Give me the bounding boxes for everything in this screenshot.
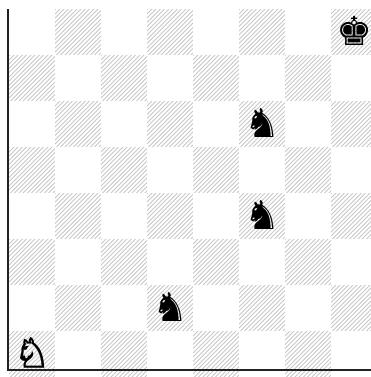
square-d8[interactable] <box>147 9 193 55</box>
square-d2[interactable]: ♞ <box>147 285 193 331</box>
square-e3[interactable] <box>193 239 239 285</box>
square-b5[interactable] <box>55 147 101 193</box>
square-a5[interactable] <box>9 147 55 193</box>
black-knight-2-piece[interactable]: ♞ <box>239 193 285 239</box>
square-a4[interactable] <box>9 193 55 239</box>
square-b4[interactable] <box>55 193 101 239</box>
square-d6[interactable] <box>147 101 193 147</box>
square-h5[interactable] <box>331 147 371 193</box>
square-f3[interactable] <box>239 239 285 285</box>
square-d7[interactable] <box>147 55 193 101</box>
square-f5[interactable] <box>239 147 285 193</box>
black-knight-1-piece[interactable]: ♞ <box>239 101 285 147</box>
square-g7[interactable] <box>285 55 331 101</box>
square-c5[interactable] <box>101 147 147 193</box>
square-a6[interactable] <box>9 101 55 147</box>
square-c2[interactable] <box>101 285 147 331</box>
square-a7[interactable] <box>9 55 55 101</box>
square-h7[interactable] <box>331 55 371 101</box>
square-h4[interactable] <box>331 193 371 239</box>
square-h2[interactable] <box>331 285 371 331</box>
square-b3[interactable] <box>55 239 101 285</box>
square-g3[interactable] <box>285 239 331 285</box>
square-b8[interactable] <box>55 9 101 55</box>
square-g2[interactable] <box>285 285 331 331</box>
square-e7[interactable] <box>193 55 239 101</box>
square-e2[interactable] <box>193 285 239 331</box>
board-left-edge <box>7 9 9 371</box>
square-e5[interactable] <box>193 147 239 193</box>
square-b7[interactable] <box>55 55 101 101</box>
square-d5[interactable] <box>147 147 193 193</box>
square-d3[interactable] <box>147 239 193 285</box>
board-bottom-edge <box>7 369 371 371</box>
chess-board: ♚♞♞♞♘ <box>9 9 371 377</box>
square-d4[interactable] <box>147 193 193 239</box>
square-b2[interactable] <box>55 285 101 331</box>
square-c4[interactable] <box>101 193 147 239</box>
square-g8[interactable] <box>285 9 331 55</box>
square-g4[interactable] <box>285 193 331 239</box>
square-a3[interactable] <box>9 239 55 285</box>
black-knight-3-piece[interactable]: ♞ <box>147 285 193 331</box>
square-g5[interactable] <box>285 147 331 193</box>
square-f8[interactable] <box>239 9 285 55</box>
square-h6[interactable] <box>331 101 371 147</box>
black-king-piece[interactable]: ♚ <box>331 9 371 55</box>
square-e4[interactable] <box>193 193 239 239</box>
square-c7[interactable] <box>101 55 147 101</box>
square-f6[interactable]: ♞ <box>239 101 285 147</box>
square-f2[interactable] <box>239 285 285 331</box>
square-g6[interactable] <box>285 101 331 147</box>
square-c3[interactable] <box>101 239 147 285</box>
square-b6[interactable] <box>55 101 101 147</box>
square-f4[interactable]: ♞ <box>239 193 285 239</box>
square-a8[interactable] <box>9 9 55 55</box>
square-a2[interactable] <box>9 285 55 331</box>
square-h3[interactable] <box>331 239 371 285</box>
square-e8[interactable] <box>193 9 239 55</box>
square-e6[interactable] <box>193 101 239 147</box>
square-h8[interactable]: ♚ <box>331 9 371 55</box>
square-c6[interactable] <box>101 101 147 147</box>
square-f7[interactable] <box>239 55 285 101</box>
square-c8[interactable] <box>101 9 147 55</box>
